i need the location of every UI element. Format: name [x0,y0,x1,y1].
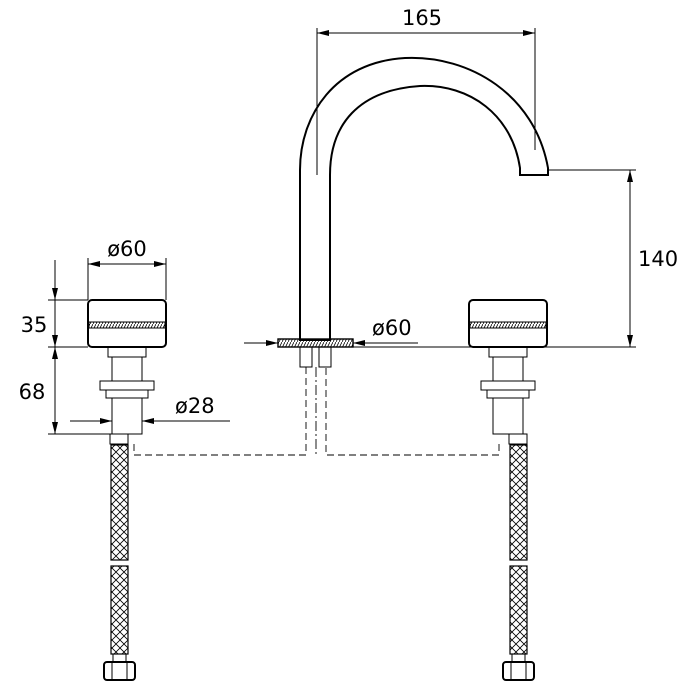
dimension-spout-reach: 165 [316,6,536,175]
right-handle-knurl-band [469,321,547,329]
dim-label-spout-height: 140 [638,247,678,271]
right-handle-assembly [468,299,548,681]
dim-label-handle-height: 35 [21,313,48,337]
dimension-spout-base-diameter: ø60 [244,316,418,346]
left-hose-upper [110,444,129,561]
spout [299,56,549,341]
dimension-handle-diameter: ø60 [87,237,167,300]
right-hose-nut [502,661,535,681]
dim-label-valve-height: 68 [19,380,46,404]
left-hose-lower [110,565,129,655]
hidden-connection-lines [133,367,500,456]
dim-label-spout-base-diameter: ø60 [372,316,412,340]
dimension-valve-height: 68 [19,347,112,435]
left-handle-assembly [87,299,167,681]
dim-label-valve-diameter: ø28 [175,394,215,418]
right-hose-upper [509,444,528,561]
spout-base-plate [277,338,354,348]
left-hose-nut [103,661,136,681]
left-handle-knurl-band [88,321,166,329]
spout-connectors [299,346,332,368]
right-hose-lower [509,565,528,655]
dimension-valve-diameter: ø28 [70,394,230,424]
dimension-spout-height: 140 [350,169,678,348]
dim-label-handle-diameter: ø60 [107,237,147,261]
dimension-handle-height: 35 [21,260,88,348]
dim-label-spout-reach: 165 [402,6,442,30]
